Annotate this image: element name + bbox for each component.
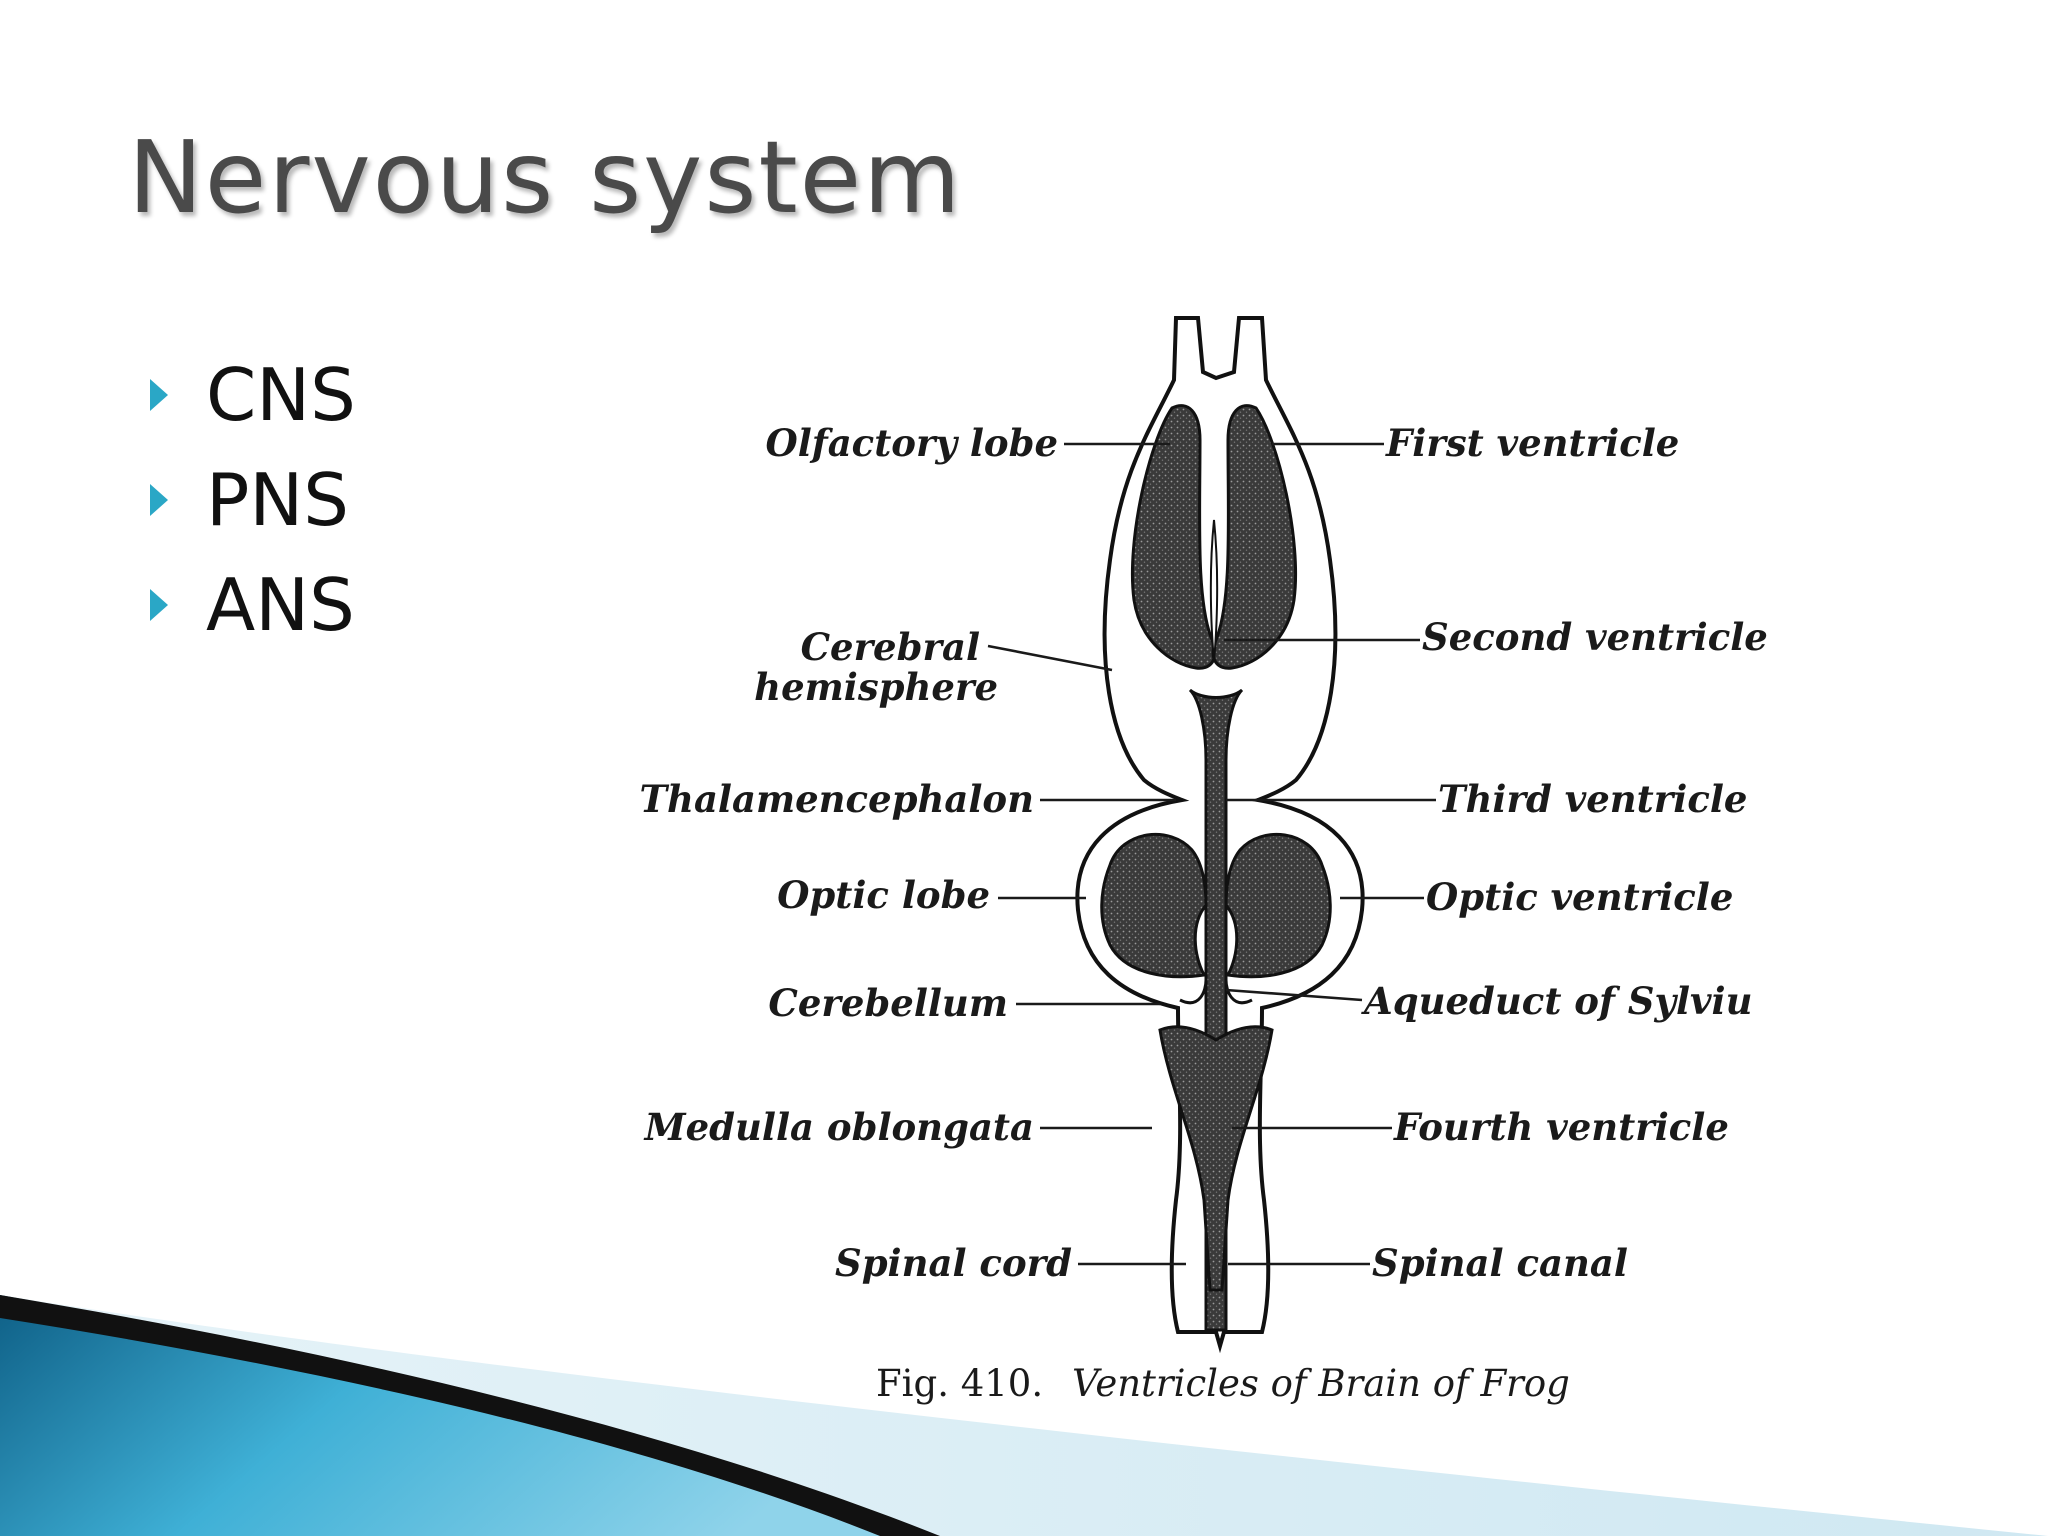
fourth-ventricle xyxy=(1158,1025,1274,1292)
label-second-ventricle: Second ventricle xyxy=(1422,615,1768,659)
aqueduct-notch xyxy=(1179,979,1253,1004)
figure-caption-text: Ventricles of Brain of Frog xyxy=(1072,1362,1570,1405)
label-hemisphere: hemisphere xyxy=(754,665,998,709)
label-thalamencephalon: Thalamencephalon xyxy=(640,777,1034,821)
bullet-text-pns: PNS xyxy=(206,457,349,542)
leader-cerebral-hemisphere xyxy=(987,644,1113,672)
label-spinal-canal: Spinal canal xyxy=(1372,1241,1628,1285)
first-ventricle-left xyxy=(1130,404,1217,670)
triangle-right-icon xyxy=(150,378,168,411)
label-fourth-ventricle: Fourth ventricle xyxy=(1393,1105,1729,1149)
optic-ventricle-left xyxy=(1100,833,1208,979)
figure-caption-number: Fig. 410. xyxy=(876,1362,1043,1405)
label-spinal-cord: Spinal cord xyxy=(835,1241,1072,1285)
triangle-right-icon xyxy=(150,483,168,516)
bullet-item: ANS xyxy=(150,552,356,657)
bullet-text-ans: ANS xyxy=(206,562,355,647)
septum-slit xyxy=(1209,519,1219,661)
label-optic-lobe: Optic lobe xyxy=(777,873,990,917)
optic-ventricle-right xyxy=(1224,833,1332,979)
bullet-list: CNS PNS ANS xyxy=(150,342,356,657)
label-first-ventricle: First ventricle xyxy=(1385,421,1679,465)
label-optic-ventricle: Optic ventricle xyxy=(1426,875,1733,919)
label-cerebellum: Cerebellum xyxy=(768,981,1008,1025)
label-olfactory-lobe: Olfactory lobe xyxy=(766,421,1059,465)
label-cerebral: Cerebral xyxy=(801,625,980,669)
third-ventricle xyxy=(1188,688,1244,1332)
page-title: Nervous system xyxy=(128,119,963,236)
leader-aqueduct xyxy=(1225,988,1363,1002)
label-medulla-oblongata: Medulla oblongata xyxy=(643,1105,1034,1149)
bullet-item: PNS xyxy=(150,447,356,552)
triangle-right-icon xyxy=(150,588,168,621)
label-aqueduct: Aqueduct of Sylviu xyxy=(1361,979,1753,1023)
first-ventricle-right xyxy=(1211,404,1298,670)
bullet-text-cns: CNS xyxy=(206,352,356,437)
label-third-ventricle: Third ventricle xyxy=(1438,777,1747,821)
bullet-item: CNS xyxy=(150,342,356,447)
